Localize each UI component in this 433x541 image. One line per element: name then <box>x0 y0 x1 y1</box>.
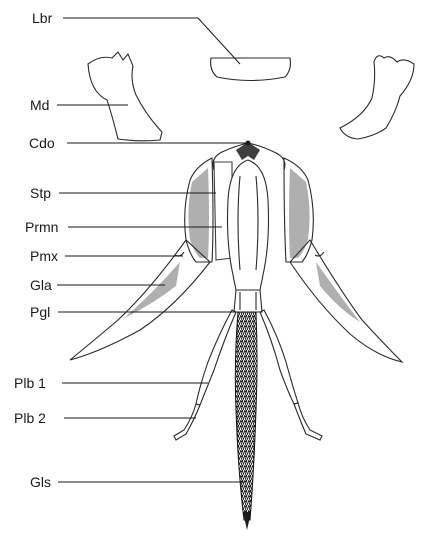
label-plb1: Plb 1 <box>14 375 46 391</box>
left-mandible <box>88 52 162 141</box>
right-galea <box>290 240 402 362</box>
label-gls: Gls <box>30 474 51 490</box>
leader-lines <box>57 18 246 482</box>
labels: Lbr Md Cdo Stp Prmn Pmx Gla Pgl Plb 1 Pl… <box>14 10 58 490</box>
left-labial-palp <box>174 310 236 440</box>
label-md: Md <box>30 97 49 113</box>
right-mandible <box>340 56 414 139</box>
label-cdo: Cdo <box>29 135 55 151</box>
right-stipes <box>284 158 313 262</box>
label-stp: Stp <box>30 185 51 201</box>
left-stipes <box>185 158 232 262</box>
label-gla: Gla <box>30 277 52 293</box>
label-plb2: Plb 2 <box>14 410 46 426</box>
label-prmn: Prmn <box>25 219 58 235</box>
label-pgl: Pgl <box>30 304 50 320</box>
left-galea <box>70 240 210 360</box>
prementum <box>228 160 269 300</box>
label-pmx: Pmx <box>30 248 58 264</box>
right-labial-palp <box>260 310 322 440</box>
paraglossa <box>234 290 262 312</box>
labrum <box>211 58 291 81</box>
label-lbr: Lbr <box>32 10 53 26</box>
glossa <box>235 312 257 530</box>
